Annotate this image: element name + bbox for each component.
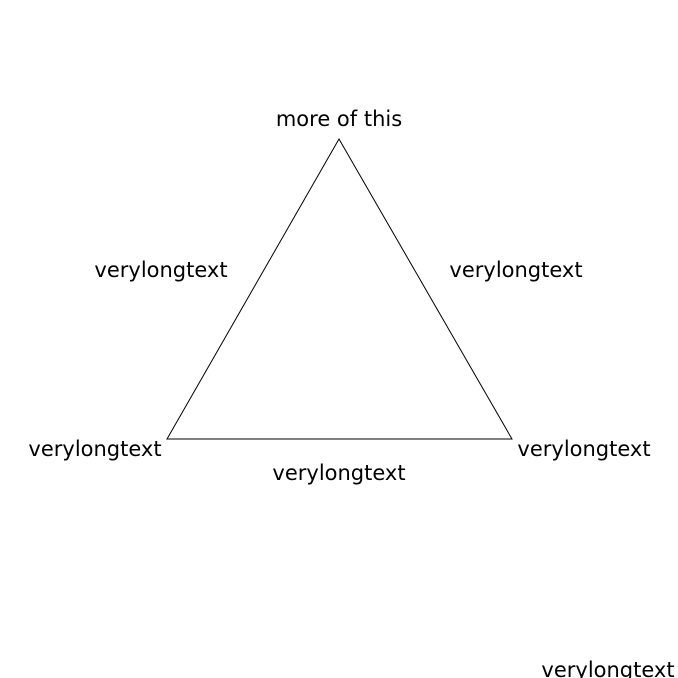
left-edge-label: verylongtext [94,258,227,282]
right-edge-label: verylongtext [449,258,582,282]
triangle-shape [166,137,513,440]
top-vertex-label: more of this [276,107,402,131]
corner-label: verylongtext [541,658,674,678]
bottom-left-vertex-label: verylongtext [28,437,161,461]
bottom-right-vertex-label: verylongtext [517,437,650,461]
bottom-edge-label: verylongtext [272,461,405,485]
